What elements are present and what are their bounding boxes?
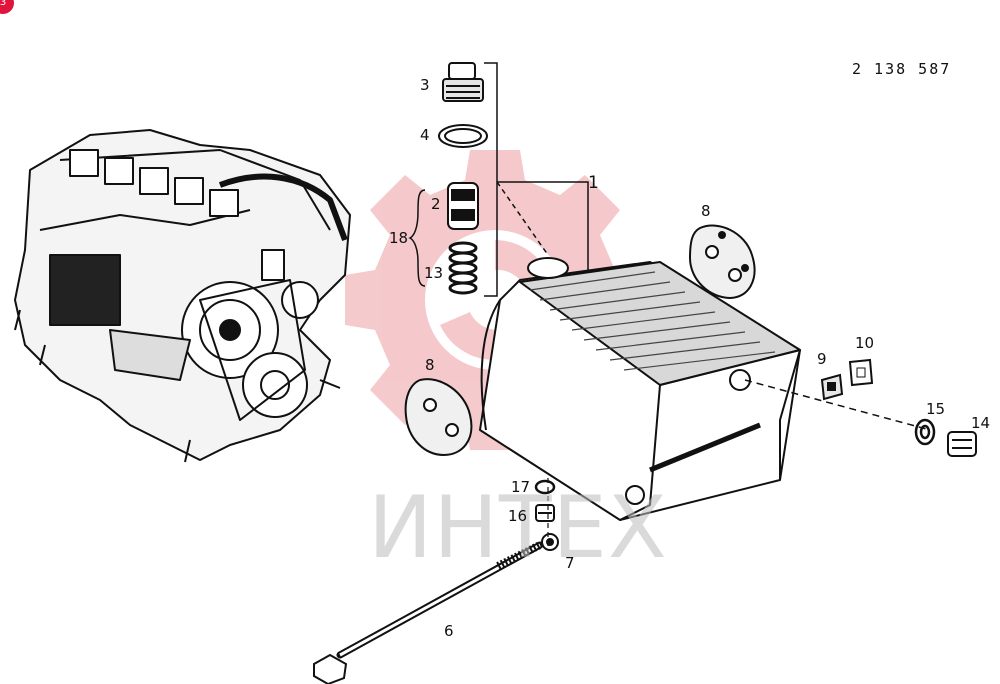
callout-3: 3	[420, 76, 430, 94]
callout-7: 7	[565, 554, 575, 572]
part-3-plug	[442, 62, 484, 102]
callout-15: 15	[926, 400, 946, 418]
part-8-gasket-upper	[688, 224, 756, 300]
callout-2: 2	[431, 195, 441, 213]
part-10-washer	[848, 358, 874, 387]
engine-illustration	[14, 129, 351, 463]
page-badge: 3	[0, 0, 14, 14]
callout-13: 13	[424, 264, 444, 282]
callout-8-upper: 8	[701, 202, 711, 220]
part-8-gasket-lower	[404, 378, 473, 457]
part-7-washer	[541, 533, 559, 551]
part-14-plug	[947, 431, 977, 457]
callout-18: 18	[389, 229, 409, 247]
callout-16: 16	[508, 507, 528, 525]
callout-4: 4	[420, 126, 430, 144]
drawing-number: 2 138 587	[852, 60, 952, 78]
callout-17: 17	[511, 478, 531, 496]
part-6-bolt	[313, 541, 544, 684]
part-17-seal-ring	[534, 479, 556, 495]
callout-8-lower: 8	[425, 356, 435, 374]
part-1-group-bracket	[484, 62, 589, 297]
part-2-valve	[447, 182, 479, 230]
callout-6: 6	[444, 622, 454, 640]
assembly-axis-line	[744, 379, 931, 431]
part-13-spring	[448, 241, 478, 295]
oil-cooler-assembly	[479, 257, 801, 521]
callout-9: 9	[817, 350, 827, 368]
part-15-seal-ring	[914, 418, 936, 446]
part-18-brace	[408, 189, 426, 287]
watermark-text: ИНТЕХ	[368, 478, 668, 578]
callout-10: 10	[855, 334, 875, 352]
part-4-seal-ring	[438, 124, 488, 148]
callout-1: 1	[588, 173, 599, 193]
callout-14: 14	[971, 414, 991, 432]
part-9-washer	[820, 373, 844, 401]
part-16-plug	[535, 504, 555, 522]
